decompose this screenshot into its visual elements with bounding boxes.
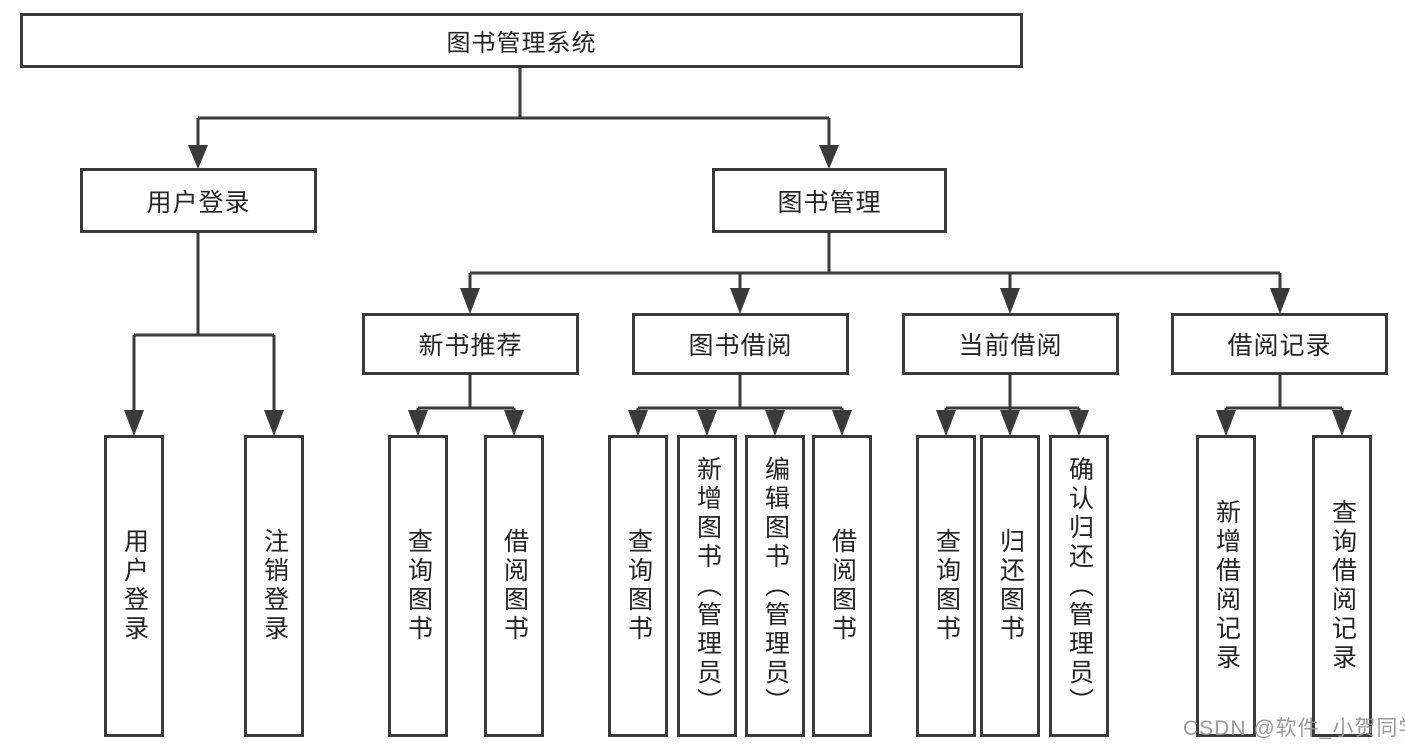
node-user-login-branch: 用户登录 xyxy=(80,168,317,233)
leaf-add-book-admin: 新增图书（管理员） xyxy=(677,435,737,737)
leaf-query-books-current: 查询图书 xyxy=(916,435,976,737)
node-current-borrow: 当前借阅 xyxy=(902,313,1119,375)
leaf-user-login: 用户登录 xyxy=(104,435,164,737)
leaf-label: 编辑图书（管理员） xyxy=(761,455,790,717)
leaf-label: 用户登录 xyxy=(120,528,149,644)
leaf-label: 新增借阅记录 xyxy=(1212,499,1241,673)
leaf-label: 查询图书 xyxy=(624,528,653,644)
leaf-label: 归还图书 xyxy=(996,528,1025,644)
node-new-book-recommend: 新书推荐 xyxy=(362,313,579,375)
leaf-label: 借阅图书 xyxy=(500,528,529,644)
node-book-borrow: 图书借阅 xyxy=(632,313,849,375)
leaf-query-borrow-record: 查询借阅记录 xyxy=(1312,435,1372,737)
leaf-label: 新增图书（管理员） xyxy=(693,455,722,717)
arrowheads xyxy=(124,145,1352,436)
leaf-borrow-books: 借阅图书 xyxy=(812,435,872,737)
csdn-watermark: CSDN @软件_小贺同学 xyxy=(1183,717,1405,740)
leaf-label: 借阅图书 xyxy=(828,528,857,644)
leaf-edit-book-admin: 编辑图书（管理员） xyxy=(745,435,805,737)
leaf-confirm-return-admin: 确认归还（管理员） xyxy=(1049,435,1109,737)
leaf-borrow-books-recommend: 借阅图书 xyxy=(484,435,544,737)
leaf-label: 查询图书 xyxy=(932,528,961,644)
leaf-return-book: 归还图书 xyxy=(980,435,1040,737)
leaf-query-books-recommend: 查询图书 xyxy=(388,435,448,737)
leaf-logout: 注销登录 xyxy=(244,435,304,737)
node-borrow-records: 借阅记录 xyxy=(1171,313,1388,375)
node-root-system: 图书管理系统 xyxy=(20,13,1023,68)
leaf-label: 注销登录 xyxy=(260,528,289,644)
leaf-label: 查询借阅记录 xyxy=(1328,499,1357,673)
leaf-add-borrow-record: 新增借阅记录 xyxy=(1196,435,1256,737)
leaf-label: 查询图书 xyxy=(404,528,433,644)
leaf-label: 确认归还（管理员） xyxy=(1065,455,1094,717)
leaf-query-books-borrow: 查询图书 xyxy=(608,435,668,737)
node-book-management-branch: 图书管理 xyxy=(712,168,947,233)
